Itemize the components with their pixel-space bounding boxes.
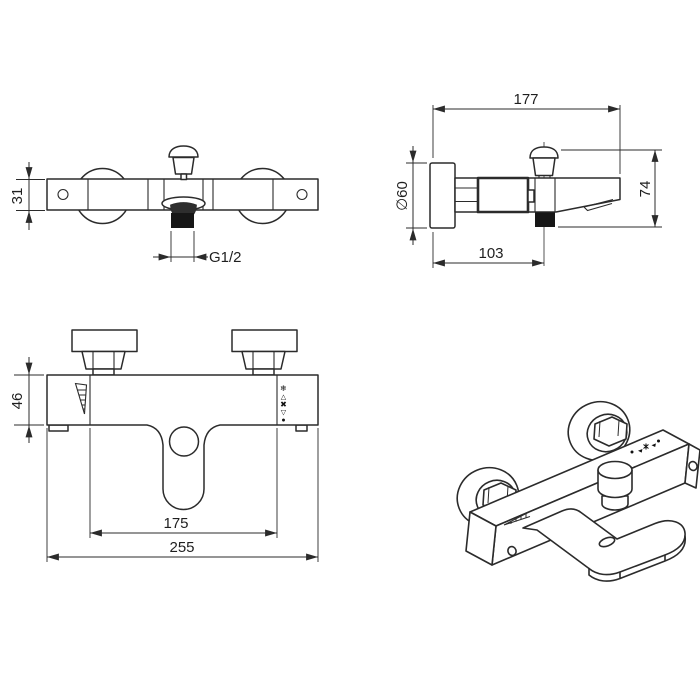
- handle-hex-right-facets: [252, 351, 275, 369]
- cross-3d-icon: [643, 443, 649, 450]
- knob-cap-side: [529, 146, 559, 159]
- handle-hex-right: [241, 350, 286, 370]
- dim-label-103: 103: [478, 245, 503, 262]
- flow-scale-3d: [503, 510, 532, 526]
- dim177-extension-lines: [432, 105, 621, 174]
- bar-3d-left-end-face: [465, 511, 497, 566]
- handle-knob-left: [71, 329, 138, 353]
- handle-neck-left: [92, 368, 115, 376]
- indicator-down-triangle-icon: ▽: [281, 410, 287, 417]
- handle-hex-left-facets: [92, 351, 115, 369]
- screw-3d-left: [507, 545, 517, 557]
- handle-hex-left: [81, 350, 126, 370]
- mixer-body: [46, 374, 319, 511]
- shower-outlet-side: [535, 212, 555, 227]
- side-view: 177 ∅60 74 103: [394, 91, 662, 268]
- dot-3d-icon: [630, 450, 634, 454]
- front-top-view: 31 G1/2: [9, 145, 319, 266]
- wall-plate-side: [429, 162, 456, 229]
- spout-lip: [583, 198, 614, 212]
- dim-label-74: 74: [637, 181, 654, 198]
- body-panel-lines: [89, 375, 278, 425]
- valve-body-side: [476, 176, 530, 214]
- dim-label-31: 31: [9, 188, 26, 205]
- diverter-knob-body: [172, 156, 195, 175]
- front-main-view: ❄ △ ✖ ▽ ● 46 175 255: [9, 329, 319, 562]
- dim-label-177: 177: [513, 91, 538, 108]
- indicator-dot-icon: ●: [281, 417, 285, 424]
- dim31-extension-lines: [16, 179, 45, 211]
- body-tab: [527, 189, 535, 203]
- spout-3d-thickness: [588, 535, 687, 582]
- indicator-symbols-3d: [630, 439, 660, 454]
- handle-neck-right: [252, 368, 275, 376]
- indicator-snowflake-icon: ❄: [280, 384, 287, 393]
- hex-nut-facets: [455, 187, 478, 203]
- dim74-extension-lines: [558, 149, 662, 228]
- diverter-circle: [168, 426, 200, 457]
- hex-3d-right-facets: [598, 419, 620, 438]
- knob-body-side: [532, 157, 556, 177]
- dim-label-d60: ∅60: [394, 181, 411, 211]
- diverter-knob-cap: [168, 145, 199, 158]
- dim-label-g12: G1/2: [209, 249, 242, 266]
- spout-3d-outlet: [598, 536, 616, 548]
- knob-stem-side: [538, 175, 551, 178]
- indicator-symbols: ❄ △ ✖ ▽ ●: [280, 384, 287, 424]
- hex-nut-side: [454, 177, 479, 213]
- dim175-extension-lines: [89, 428, 278, 538]
- triangle-3d-icon: [638, 449, 643, 453]
- screw-right: [296, 188, 308, 201]
- indicator-up-triangle-icon: △: [281, 394, 287, 401]
- bar-segment-lines: [87, 179, 274, 210]
- indicator-cross-icon: ✖: [280, 400, 287, 409]
- dim-label-175: 175: [163, 515, 188, 532]
- flow-scale-ticks: [77, 389, 87, 410]
- perspective-view: [456, 400, 700, 582]
- screw-left: [57, 188, 69, 201]
- outlet-thread: [171, 213, 194, 228]
- dim-label-255: 255: [169, 539, 194, 556]
- handle-knob-right: [231, 329, 298, 353]
- dim-label-46: 46: [9, 393, 26, 410]
- foot-left: [48, 424, 69, 432]
- knob-3d-cap: [597, 460, 633, 480]
- dot2-3d-icon: [657, 439, 660, 443]
- knob-3d-neck: [601, 495, 629, 511]
- valve-column-lines: [534, 178, 556, 212]
- screw-3d-right: [688, 460, 698, 472]
- dim255-extension-lines: [46, 428, 319, 562]
- foot-right: [295, 424, 308, 432]
- triangle2-3d-icon: [651, 443, 656, 448]
- knob-stem: [180, 173, 188, 181]
- spout-side: [527, 177, 621, 213]
- dim60-extension-lines: [406, 162, 427, 229]
